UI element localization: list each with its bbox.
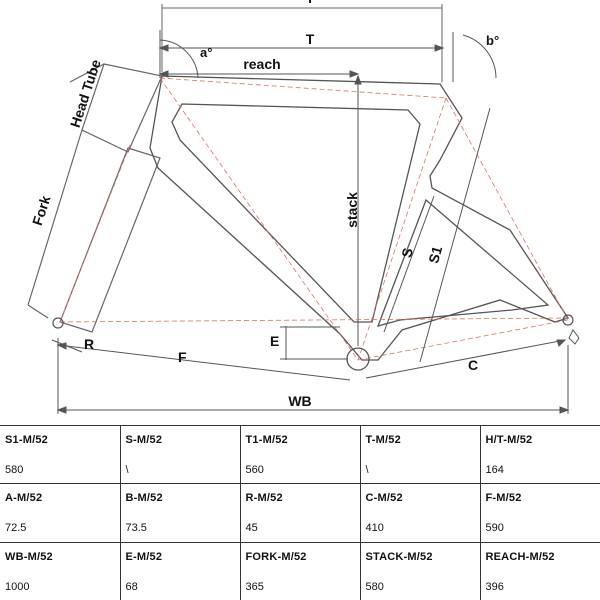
spec-label: FORK-M/52 bbox=[245, 550, 307, 563]
spec-value: 1000 bbox=[5, 580, 30, 593]
spec-label: T-M/52 bbox=[365, 434, 401, 446]
spec-label: H/T-M/52 bbox=[485, 434, 533, 446]
spec-value: 365 bbox=[245, 580, 264, 593]
spec-label: C-M/52 bbox=[365, 492, 403, 505]
spec-cell-s1: S1-M/52 580 bbox=[0, 424, 121, 485]
spec-label: S-M/52 bbox=[125, 434, 163, 446]
fork-outline bbox=[27, 129, 161, 333]
spec-value: 164 bbox=[485, 464, 504, 476]
e-label: E bbox=[270, 333, 279, 349]
top-dimension-line bbox=[161, 4, 443, 82]
spec-cell-fork: FORK-M/52 365 bbox=[239, 541, 361, 600]
spec-label: R-M/52 bbox=[245, 492, 283, 505]
stack-label: stack bbox=[344, 192, 360, 228]
f-label: F bbox=[178, 349, 187, 365]
s-label: S bbox=[398, 246, 416, 259]
spec-label: S1-M/52 bbox=[5, 434, 48, 446]
frame-geometry-diagram: T T a° b° reach stack Head Tube Fo bbox=[27, 0, 580, 414]
spec-value: 580 bbox=[5, 464, 24, 476]
wb-label: WB bbox=[288, 393, 311, 409]
spec-label: B-M/52 bbox=[125, 492, 163, 505]
spec-value: 580 bbox=[365, 580, 384, 593]
r-label: R bbox=[84, 336, 94, 352]
spec-cell-f: F-M/52 590 bbox=[479, 483, 600, 543]
c-label: C bbox=[468, 357, 478, 373]
r-dimension-line bbox=[51, 339, 83, 353]
spec-row: A-M/52 72.5 B-M/52 73.5 R-M/52 45 C-M/52 410… bbox=[0, 483, 600, 543]
spec-cell-r: R-M/52 45 bbox=[239, 483, 361, 543]
spec-cell-b: B-M/52 73.5 bbox=[119, 483, 241, 543]
spec-value: 45 bbox=[245, 522, 258, 535]
spec-label: T1-M/52 bbox=[245, 434, 288, 446]
t-dimension-line bbox=[158, 44, 445, 52]
s1-label: S1 bbox=[425, 244, 445, 265]
head-tube-outline bbox=[69, 63, 163, 153]
spec-cell-reach: REACH-M/52 396 bbox=[479, 541, 600, 600]
spec-label: A-M/52 bbox=[5, 492, 43, 505]
head-tube-label: Head Tube bbox=[67, 57, 104, 129]
spec-cell-t1: T1-M/52 560 bbox=[239, 424, 361, 485]
spec-value: 68 bbox=[125, 580, 138, 593]
s-dimension-line bbox=[383, 195, 435, 333]
tube-centerlines bbox=[59, 77, 569, 361]
spec-row: WB-M/52 1000 E-M/52 68 FORK-M/52 365 STACK-… bbox=[0, 541, 600, 600]
head-angle-arc bbox=[159, 30, 199, 79]
top-dimension-label: T bbox=[306, 0, 315, 6]
spec-value: \ bbox=[125, 464, 129, 476]
spec-label: REACH-M/52 bbox=[485, 550, 555, 563]
spec-value: 560 bbox=[245, 464, 264, 476]
spec-cell-s: S-M/52 \ bbox=[119, 424, 241, 485]
spec-cell-c: C-M/52 410 bbox=[359, 483, 481, 543]
spec-value: 590 bbox=[485, 522, 504, 535]
c-dimension-line bbox=[365, 339, 567, 379]
spec-cell-t: T-M/52 \ bbox=[359, 424, 481, 485]
frame-outline bbox=[149, 75, 570, 361]
spec-cell-e: E-M/52 68 bbox=[119, 541, 241, 600]
spec-cell-a: A-M/52 72.5 bbox=[0, 483, 121, 543]
rear-axle bbox=[562, 314, 574, 326]
spec-label: STACK-M/52 bbox=[365, 550, 433, 563]
fork-label: Fork bbox=[29, 193, 54, 227]
s1-dimension-line bbox=[419, 107, 491, 363]
spec-cell-ht: H/T-M/52 164 bbox=[479, 424, 600, 485]
reach-label: reach bbox=[243, 56, 280, 72]
seat-angle-label: b° bbox=[486, 33, 499, 48]
spec-table: S1-M/52 580 S-M/52 \ T1-M/52 560 T-M/52 \ H/… bbox=[0, 424, 600, 600]
spec-value: 73.5 bbox=[125, 522, 147, 535]
spec-cell-wb: WB-M/52 1000 bbox=[0, 541, 121, 600]
head-angle-label: a° bbox=[200, 45, 212, 60]
spec-label: WB-M/52 bbox=[5, 550, 53, 563]
wheelbase-dimension-line bbox=[56, 338, 570, 414]
spec-value: 396 bbox=[485, 580, 504, 593]
f-dimension-line bbox=[56, 342, 351, 381]
spec-value: \ bbox=[365, 464, 369, 476]
spec-value: 72.5 bbox=[5, 522, 27, 535]
rear-dropout bbox=[568, 329, 580, 345]
front-axle bbox=[52, 317, 64, 329]
spec-row: S1-M/52 580 S-M/52 \ T1-M/52 560 T-M/52 \ H/… bbox=[0, 424, 600, 485]
spec-cell-stack: STACK-M/52 580 bbox=[359, 541, 481, 600]
e-dimension-line bbox=[280, 326, 348, 360]
seat-angle-arc bbox=[452, 32, 497, 82]
spec-label: E-M/52 bbox=[125, 550, 163, 563]
spec-label: F-M/52 bbox=[485, 492, 522, 505]
t-dimension-label: T bbox=[306, 31, 315, 47]
spec-value: 410 bbox=[365, 522, 384, 535]
